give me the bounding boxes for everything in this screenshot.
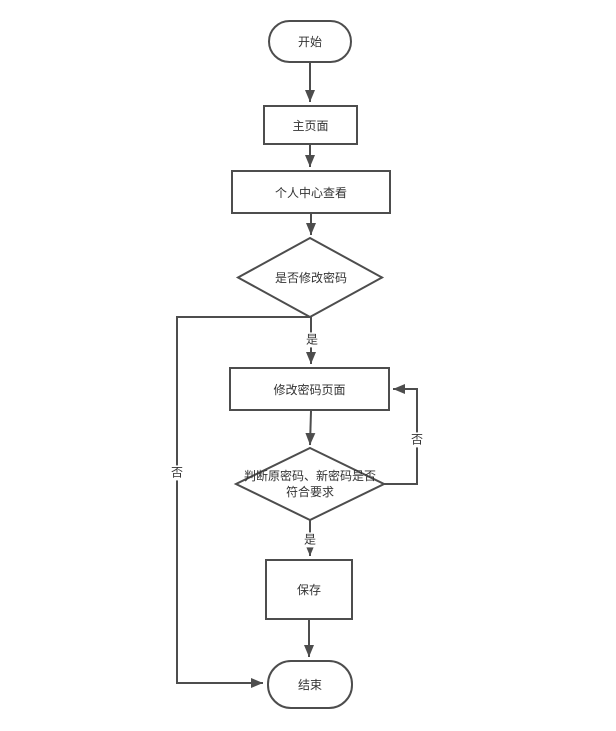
node-save-label: 保存 [296,583,321,597]
node-start: 开始 [268,20,352,63]
edge-label-no-left: 否 [168,465,186,481]
edge-modify-to-decision2 [305,410,316,446]
edge-label-yes-2: 是 [301,532,319,548]
decision-password-valid-label: 判断原密码、新密码是否 符合要求 [243,468,376,499]
node-personal-center-label: 个人中心查看 [274,185,347,200]
node-start-label: 开始 [297,35,322,49]
node-main-page-label: 主页面 [292,118,329,133]
decision-password-valid-diamond [233,446,387,522]
node-personal-center: 个人中心查看 [231,170,391,214]
node-modify-password-page: 修改密码页面 [229,367,390,411]
node-main-page: 主页面 [263,105,358,145]
decision-modify-password-diamond [235,236,385,319]
node-end-label: 结束 [297,678,322,692]
edge-label-no-right: 否 [408,432,426,448]
node-modify-password-page-label: 修改密码页面 [273,382,346,397]
decision-modify-password-label: 是否修改密码 [274,270,347,285]
node-end: 结束 [267,660,353,709]
edge-decision1-no-to-end [176,316,311,688]
node-save: 保存 [265,559,353,620]
edge-label-yes-1: 是 [303,332,321,348]
